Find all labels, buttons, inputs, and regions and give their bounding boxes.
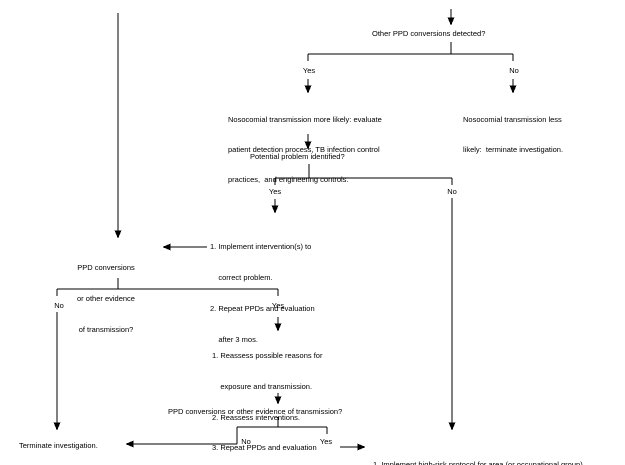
outcome-terminate-investigation: Terminate investigation.	[19, 441, 98, 450]
label-q1-yes: Yes	[302, 66, 316, 75]
outcome-implement-interventions: 1. Implement intervention(s) to correct …	[210, 222, 315, 364]
connector-q3-branch	[236, 417, 328, 444]
label-q1-no: No	[509, 66, 519, 75]
label-ppdbox-yes: Yes	[271, 301, 285, 310]
label-ppdbox-no: No	[54, 301, 64, 310]
label-q2-no: No	[447, 187, 457, 196]
text-line: 1. Reassess possible reasons for	[212, 351, 323, 360]
text-line: or other evidence	[77, 294, 135, 303]
text-line: PPD conversions	[77, 263, 135, 272]
text-line: exposure and transmission.	[212, 381, 313, 391]
text-line: practices, and engineering controls.	[228, 175, 349, 184]
label-q3-yes: Yes	[319, 437, 333, 446]
text-line: 2. Reassess interventions.	[212, 412, 300, 422]
connector-q2-branch	[274, 164, 453, 185]
question-potential-problem: Potential problem identified?	[250, 152, 345, 161]
question-ppd-conversions-inline: PPD conversions or other evidence of tra…	[168, 407, 343, 416]
connector-q1-branch	[307, 42, 514, 61]
text-line: patient detection process, TB infection …	[228, 145, 380, 154]
text-line: after 3 mos.	[210, 335, 258, 344]
connector-ppdbox-branch	[56, 278, 279, 296]
outcome-nosocomial-less-likely: Nosocomial transmission less likely: ter…	[463, 96, 563, 174]
text-line: of transmission?	[78, 325, 134, 334]
text-line: 1. Implement intervention(s) to	[210, 242, 312, 251]
label-q2-yes: Yes	[268, 187, 282, 196]
question-ppd-conversions-box: PPD conversions or other evidence of tra…	[66, 243, 146, 354]
text-line: likely: terminate investigation.	[463, 145, 564, 154]
text-line: Nosocomial transmission more likely: eva…	[228, 115, 382, 124]
text-line: Nosocomial transmission less	[463, 115, 562, 124]
text-line: correct problem.	[210, 273, 273, 282]
text-line: 3. Repeat PPDs and evaluation	[212, 443, 317, 453]
label-q3-no: No	[241, 437, 251, 446]
outcome-reassess: 1. Reassess possible reasons for exposur…	[212, 332, 322, 465]
outcome-nosocomial-more-likely: Nosocomial transmission more likely: eva…	[228, 96, 382, 204]
text-line: 1. Implement high-risk protocol for area…	[373, 460, 585, 465]
outcome-high-risk-protocol: 1. Implement high-risk protocol for area…	[373, 440, 585, 465]
question-other-ppd-conversions: Other PPD conversions detected?	[372, 29, 486, 38]
text-line: 2. Repeat PPDs and evaluation	[210, 304, 315, 313]
